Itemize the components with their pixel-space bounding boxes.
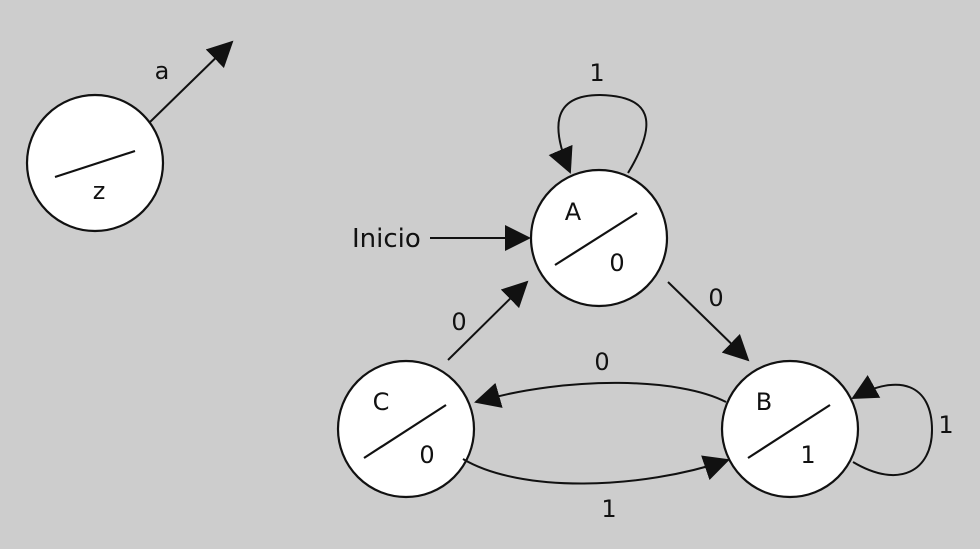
state-a-name: A <box>565 198 582 226</box>
transition-c-a-label: 0 <box>451 308 466 336</box>
state-c-output: 0 <box>419 441 434 469</box>
state-c: C 0 <box>336 359 476 499</box>
transition-a-a: 1 <box>548 59 648 174</box>
transition-a-a-label: 1 <box>589 59 604 87</box>
state-b-circle <box>720 359 860 499</box>
legend-transition-arrow <box>149 40 234 123</box>
state-a-divider <box>554 212 638 266</box>
start-arrow: Inicio <box>352 224 531 254</box>
transition-c-b: 1 <box>462 455 730 523</box>
transition-a-b: 0 <box>667 281 750 362</box>
state-a-output: 0 <box>609 249 624 277</box>
start-label: Inicio <box>352 224 421 254</box>
transition-a-b-label: 0 <box>708 284 723 312</box>
transition-b-c: 0 <box>474 348 727 408</box>
transition-c-a-arrow <box>447 280 529 361</box>
legend-state: z a <box>25 40 234 233</box>
transition-a-b-arrow <box>667 281 750 362</box>
legend-transition-label: a <box>155 57 170 85</box>
transition-b-c-arrow <box>474 381 727 408</box>
state-c-name: C <box>373 388 390 416</box>
legend-output-label: z <box>93 177 106 205</box>
state-c-divider <box>363 404 447 459</box>
transition-a-a-arrow <box>548 93 648 174</box>
state-b-divider <box>747 404 831 459</box>
transition-c-b-arrow <box>462 455 730 485</box>
transition-b-c-label: 0 <box>594 348 609 376</box>
state-a: A 0 <box>529 168 669 308</box>
transition-c-b-label: 1 <box>601 495 616 523</box>
transition-b-b-label: 1 <box>938 411 953 439</box>
state-b: B 1 <box>720 359 860 499</box>
state-b-name: B <box>756 388 772 416</box>
state-c-circle <box>336 359 476 499</box>
transition-b-b: 1 <box>851 375 954 477</box>
transition-c-a: 0 <box>447 280 529 361</box>
state-b-output: 1 <box>800 441 815 469</box>
legend-state-divider <box>54 149 136 179</box>
transition-b-b-arrow <box>851 375 934 477</box>
